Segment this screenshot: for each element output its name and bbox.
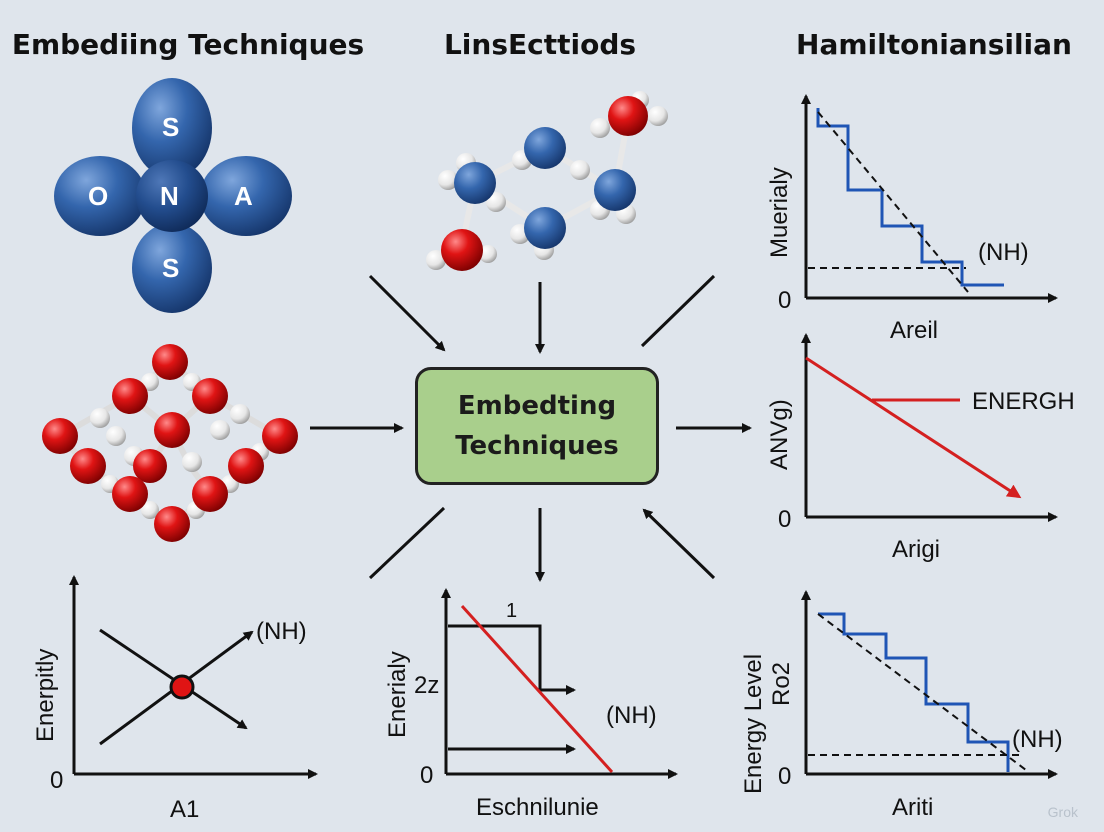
chart5-annotation: (NH) (606, 702, 657, 729)
center-box-line1: Embedting (457, 391, 617, 421)
atom-top (132, 78, 212, 178)
chart-right-top (801, 94, 1058, 303)
chart3-origin-label: 0 (778, 763, 792, 790)
chart-center-bottom (441, 588, 678, 779)
center-technique-box: Embedting Techniques (415, 367, 659, 485)
chart2-red-series (805, 356, 1022, 499)
chart1-ylabel: Muerialy (766, 167, 793, 258)
heading-right: Hamiltoniansilian (796, 28, 1072, 61)
atom-letter-bottom: S (162, 253, 180, 283)
arrow-from-lower-right (642, 508, 716, 580)
chart3-annotation: (NH) (1012, 726, 1063, 753)
chart-right-bottom (801, 590, 1058, 779)
connector-upper-right (640, 274, 716, 348)
chart5-red-series (460, 604, 614, 774)
atom-letter-center: N (160, 181, 179, 211)
chart1-annotation: (NH) (978, 239, 1029, 266)
chart5-xlabel: Eschnilunie (476, 794, 599, 821)
chart2-annotation: ENERGH (972, 388, 1075, 415)
blue-cross-molecule (54, 78, 292, 313)
chart3-xlabel: Ariti (892, 794, 934, 821)
chart4-annotation: (NH) (256, 618, 307, 645)
atom-letter-top: S (162, 112, 180, 142)
connector-lower-left (368, 506, 446, 580)
chart3-ylabel: Energy Level (740, 653, 767, 794)
chart-right-middle (801, 333, 1058, 522)
heading-center: LinsEcttiods (443, 28, 637, 61)
chart5-step-series (448, 624, 576, 695)
chart3-ylabel2: Rо2 (768, 661, 795, 706)
ring-molecule (426, 91, 668, 271)
atom-right (200, 156, 292, 236)
chart4-origin-label: 0 (50, 767, 64, 794)
chart3-dashed-series (817, 613, 1027, 771)
chart4-intersection-point (169, 674, 195, 700)
chart5-origin-label: 0 (420, 762, 434, 789)
chart1-dashed-series (817, 111, 969, 293)
chart2-ylabel: ANVg) (766, 399, 793, 470)
chart2-xlabel: Arigi (892, 536, 941, 563)
atom-letter-left: O (88, 181, 109, 211)
flow-arrows (310, 274, 752, 582)
atom-letter-right: A (234, 181, 253, 211)
chart-left-bottom (69, 575, 318, 779)
heading-left: Embediing Techniques (11, 28, 365, 61)
chart5-ylabel2: 2z (414, 672, 440, 699)
atom-left (54, 156, 146, 236)
chart1-origin-label: 0 (778, 287, 792, 314)
watermark: Grok (1047, 804, 1078, 820)
chart1-xlabel: Areil (890, 317, 939, 344)
arrow-from-upper-left (368, 274, 446, 352)
center-box-line2: Techniques (455, 431, 619, 461)
chart2-origin-label: 0 (778, 506, 792, 533)
chart1-step-series (816, 108, 1004, 287)
atom-bottom (132, 223, 212, 313)
atom-center (136, 160, 208, 232)
oxide-cluster (42, 344, 298, 542)
chart5-ylabel: Enerialy (384, 651, 411, 738)
chart5-annotation-top: 1 (506, 600, 518, 622)
chart3-step-series (818, 612, 1010, 772)
chart4-xlabel: A1 (170, 796, 200, 823)
chart4-ylabel: Enerpitly (32, 648, 59, 742)
